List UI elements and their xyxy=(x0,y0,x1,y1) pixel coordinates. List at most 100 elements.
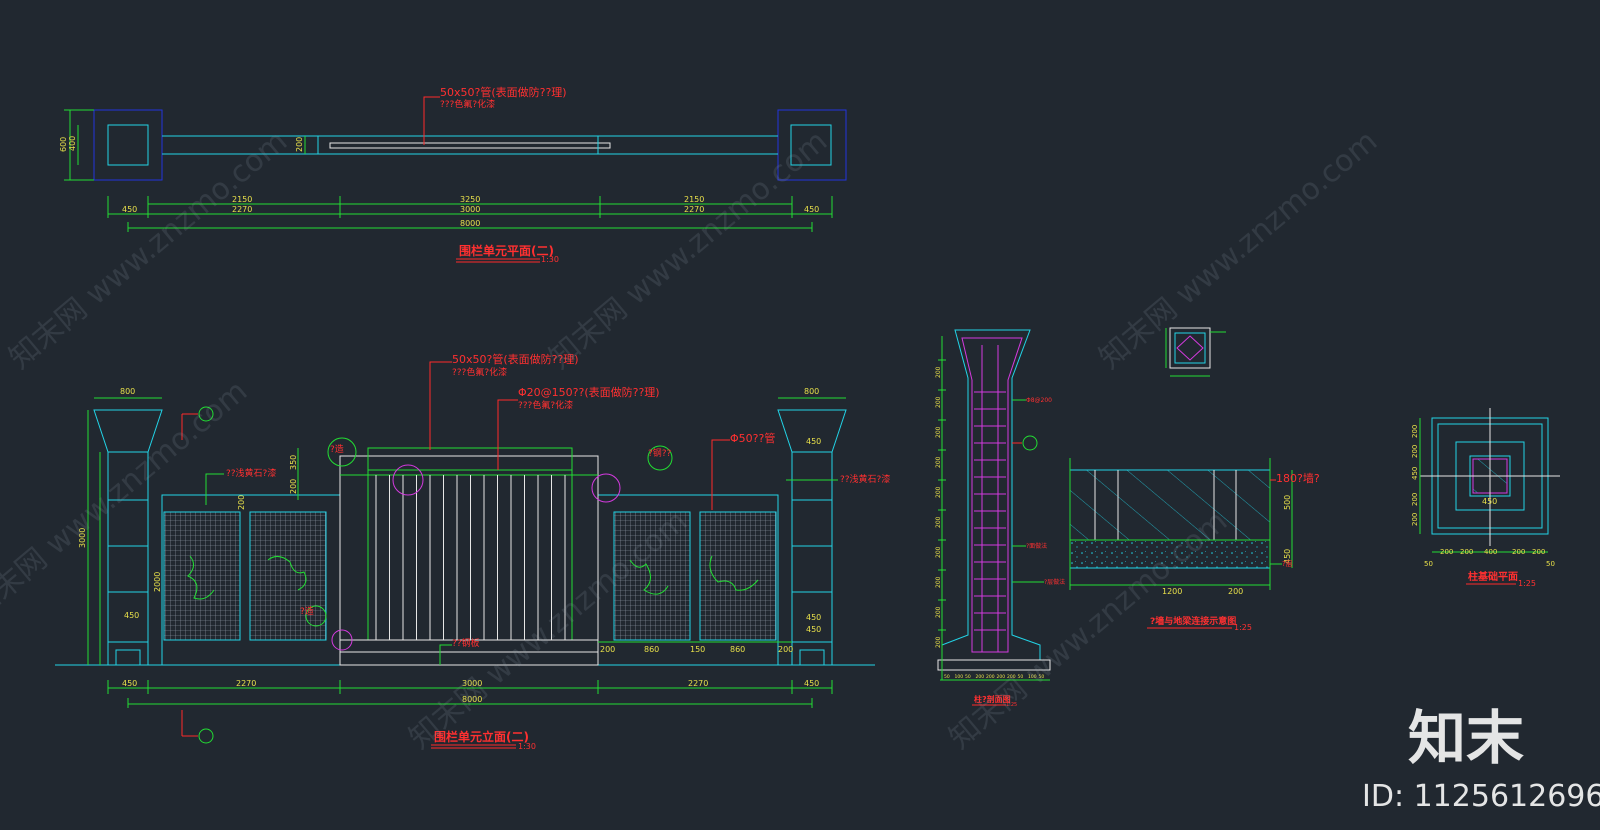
elev-dim-200: 200 xyxy=(289,479,298,494)
column-plan-title: 柱基础平面 xyxy=(1468,570,1518,583)
plan-right-pillar xyxy=(790,124,832,166)
column-plan-dim-left: 200 xyxy=(1411,445,1419,458)
column-dim-left: 200 xyxy=(935,516,942,528)
elev-dim-left-2000: 2000 xyxy=(153,572,162,592)
foundation-concrete xyxy=(1069,539,1271,569)
column-dim-bottom: 200 xyxy=(976,674,985,680)
watermark-logo: 知末 xyxy=(1408,704,1524,772)
right-pillar xyxy=(791,451,833,666)
plan-note-line1: 50x50?管(表面做防??理) xyxy=(440,85,567,99)
plan-dim-left-400: 400 xyxy=(68,136,77,151)
elev-note-pipe: Φ50??管 xyxy=(730,431,775,445)
plan-right-pillar-outer xyxy=(777,109,847,181)
elev-note-small: ?造 xyxy=(300,605,314,617)
plan-dim-2150-left: 2150 xyxy=(232,195,252,204)
foundation-note-small: ?层 xyxy=(1282,560,1293,568)
elev-dim-200b: 200 xyxy=(237,495,246,510)
left-mesh-panel-2 xyxy=(249,511,327,641)
column-plan-dim-bottom: 50 xyxy=(1424,560,1433,568)
column-rebar-outline xyxy=(961,337,1023,653)
right-mesh-panel-2 xyxy=(699,511,777,641)
column-section-title: 柱?剖面图 xyxy=(974,694,1011,704)
foundation-note: 180?墙? xyxy=(1276,471,1320,485)
elev-dim-left-height: 3000 xyxy=(78,528,87,548)
plan-title: 围栏单元平面(二) xyxy=(459,243,554,258)
elevation-scale: 1:30 xyxy=(518,742,536,751)
elev-dim-right-450-2: 450 xyxy=(806,613,821,622)
image-id-label: ID: 1125612696 xyxy=(1362,779,1600,814)
watermark-3: 知末网 www.znzmo.com xyxy=(1093,124,1384,376)
watermark-2: 知末网 www.znzmo.com xyxy=(543,124,834,376)
column-plan-dim-left: 200 xyxy=(1411,425,1419,438)
elev-dim-panel-200-left: 200 xyxy=(600,645,615,654)
elev-dim-350: 350 xyxy=(289,455,298,470)
column-dim-left: 200 xyxy=(935,636,942,648)
elev-note-stone-right: ??浅黄石?漆 xyxy=(840,473,890,485)
elev-dim-panel-150: 150 xyxy=(690,645,705,654)
column-dim-left: 200 xyxy=(935,486,942,498)
plan-left-pillar-outer xyxy=(93,109,163,181)
column-dim-bottom: 100 xyxy=(955,674,964,680)
elev-dim-panel-860-right: 860 xyxy=(730,645,745,654)
column-dim-left: 200 xyxy=(935,366,942,378)
elev-dim-bottom-450-left: 450 xyxy=(122,679,137,688)
elev-cap-width-right: 800 xyxy=(804,387,819,396)
elev-note-circle-right: ?钢?? xyxy=(648,447,672,459)
elev-cap-width-left: 800 xyxy=(120,387,135,396)
column-plan-dim-left: 450 xyxy=(1411,467,1419,480)
column-dim-left: 200 xyxy=(935,546,942,558)
plan-dim-3250: 3250 xyxy=(460,195,480,204)
left-tree-silhouette xyxy=(187,555,307,600)
column-dim-left: 200 xyxy=(935,606,942,618)
column-dim-left: 200 xyxy=(935,456,942,468)
elev-note-circle-left: ?造 xyxy=(330,443,344,455)
elev-dim-panel-200-right: 200 xyxy=(778,645,793,654)
elev-dim-right-450-1: 450 xyxy=(806,437,821,446)
column-dim-left: 200 xyxy=(935,396,942,408)
plan-view: 50x50?管(表面做防??理) ???色氟?化漆 600 400 200 45… xyxy=(59,85,847,264)
column-dim-bottom: 200 xyxy=(997,674,1006,680)
column-dim-bottom: 50 xyxy=(1018,674,1024,680)
elev-dim-bottom-450-right: 450 xyxy=(804,679,819,688)
column-stirrups xyxy=(974,391,1006,631)
elevation-view: ?造 ?钢?? ?造 50x50?管(表面做防??理) ???色氟?化漆 Φ20… xyxy=(55,352,890,751)
foundation-dim-450: 450 xyxy=(1283,549,1292,564)
column-plan-dim-bottom: 50 xyxy=(1546,560,1555,568)
column-dim-bottom: 200 xyxy=(1007,674,1016,680)
foundation-dim-200: 200 xyxy=(1228,587,1243,596)
column-detail-box xyxy=(1169,327,1211,369)
plan-note-line2: ???色氟?化漆 xyxy=(440,98,495,110)
elev-dim-total: 8000 xyxy=(462,695,482,704)
plan-dim-450-left: 450 xyxy=(122,205,137,214)
column-dim-bottom: 200 xyxy=(986,674,995,680)
column-label-surface: ?面做法 xyxy=(1026,542,1047,550)
column-dim-left: 200 xyxy=(935,426,942,438)
foundation-wall-hatch xyxy=(1069,469,1271,541)
column-plan-dim-bottom: 200 xyxy=(1532,548,1545,556)
column-label-layer: ?层做法 xyxy=(1044,578,1065,586)
elev-note-tube-2: ???色氟?化漆 xyxy=(452,366,507,378)
elev-note-bottom: ??钢板 xyxy=(452,637,480,649)
plan-dim-450-right: 450 xyxy=(804,205,819,214)
plan-dim-left-600: 600 xyxy=(59,137,68,152)
plan-left-pillar xyxy=(107,124,149,166)
column-plan-dim-inner: 450 xyxy=(1482,497,1497,506)
foundation-dim-1200: 1200 xyxy=(1162,587,1182,596)
column-plan-dim-bottom: 200 xyxy=(1460,548,1473,556)
plan-dim-3000: 3000 xyxy=(460,205,480,214)
foundation-scale: 1:25 xyxy=(1234,623,1252,632)
elev-dim-left-450: 450 xyxy=(124,611,139,620)
right-tree-silhouette xyxy=(629,555,759,595)
plan-dim-2150-right: 2150 xyxy=(684,195,704,204)
center-gate xyxy=(339,455,599,666)
plan-dim-2270-right: 2270 xyxy=(684,205,704,214)
elev-dim-bottom-2270-left: 2270 xyxy=(236,679,256,688)
column-plan-dim-bottom: 200 xyxy=(1512,548,1525,556)
elev-dim-panel-860-left: 860 xyxy=(644,645,659,654)
column-plan-dim-bottom: 400 xyxy=(1484,548,1497,556)
column-dim-bottom: 50 xyxy=(1039,674,1045,680)
